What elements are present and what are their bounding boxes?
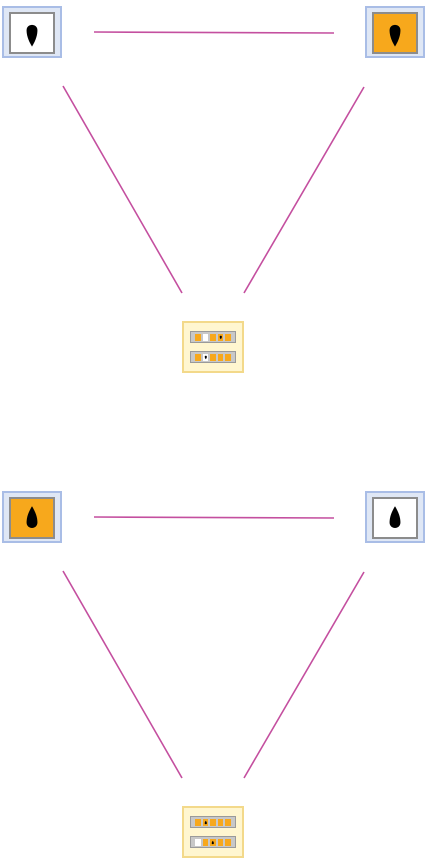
edge-right-2 xyxy=(243,571,365,779)
drop-icon xyxy=(204,820,207,824)
cell xyxy=(195,818,201,826)
drop-icon xyxy=(26,506,38,528)
cell xyxy=(225,838,231,846)
drop-icon xyxy=(211,840,215,844)
cell xyxy=(195,838,201,846)
cell xyxy=(217,838,224,846)
hub-row-2 xyxy=(190,836,236,848)
drop-icon xyxy=(219,335,222,339)
edge-top-1 xyxy=(93,31,335,34)
edge-right-1 xyxy=(243,86,365,294)
hub-row-1 xyxy=(190,331,236,343)
hub-node-1[interactable] xyxy=(182,321,244,373)
hub-row-2 xyxy=(190,351,236,363)
cell xyxy=(210,333,216,341)
cell xyxy=(195,333,201,341)
cell xyxy=(202,353,209,361)
hub-row-1 xyxy=(190,816,236,828)
cell xyxy=(217,333,224,341)
node-top-left-2[interactable] xyxy=(2,491,62,543)
edge-left-1 xyxy=(62,85,183,294)
cell xyxy=(217,818,224,826)
cell xyxy=(210,818,216,826)
cell xyxy=(195,353,201,361)
cell xyxy=(202,818,209,826)
cell xyxy=(202,838,209,846)
cell xyxy=(210,353,216,361)
drop-icon xyxy=(204,355,207,359)
cell xyxy=(225,353,231,361)
node-face xyxy=(9,12,55,54)
cell xyxy=(225,333,231,341)
drop-icon xyxy=(389,506,401,528)
node-face xyxy=(9,497,55,539)
cell xyxy=(202,333,209,341)
cell xyxy=(225,818,231,826)
drop-icon xyxy=(389,24,401,47)
node-top-right-2[interactable] xyxy=(365,491,425,543)
hub-node-2[interactable] xyxy=(182,806,244,858)
cell xyxy=(210,838,216,846)
drop-icon xyxy=(26,24,38,47)
node-face xyxy=(372,12,418,54)
node-top-right-1[interactable] xyxy=(365,6,425,58)
node-face xyxy=(372,497,418,539)
edge-left-2 xyxy=(62,570,183,779)
node-top-left-1[interactable] xyxy=(2,6,62,58)
edge-top-2 xyxy=(93,516,335,519)
cell xyxy=(217,353,224,361)
